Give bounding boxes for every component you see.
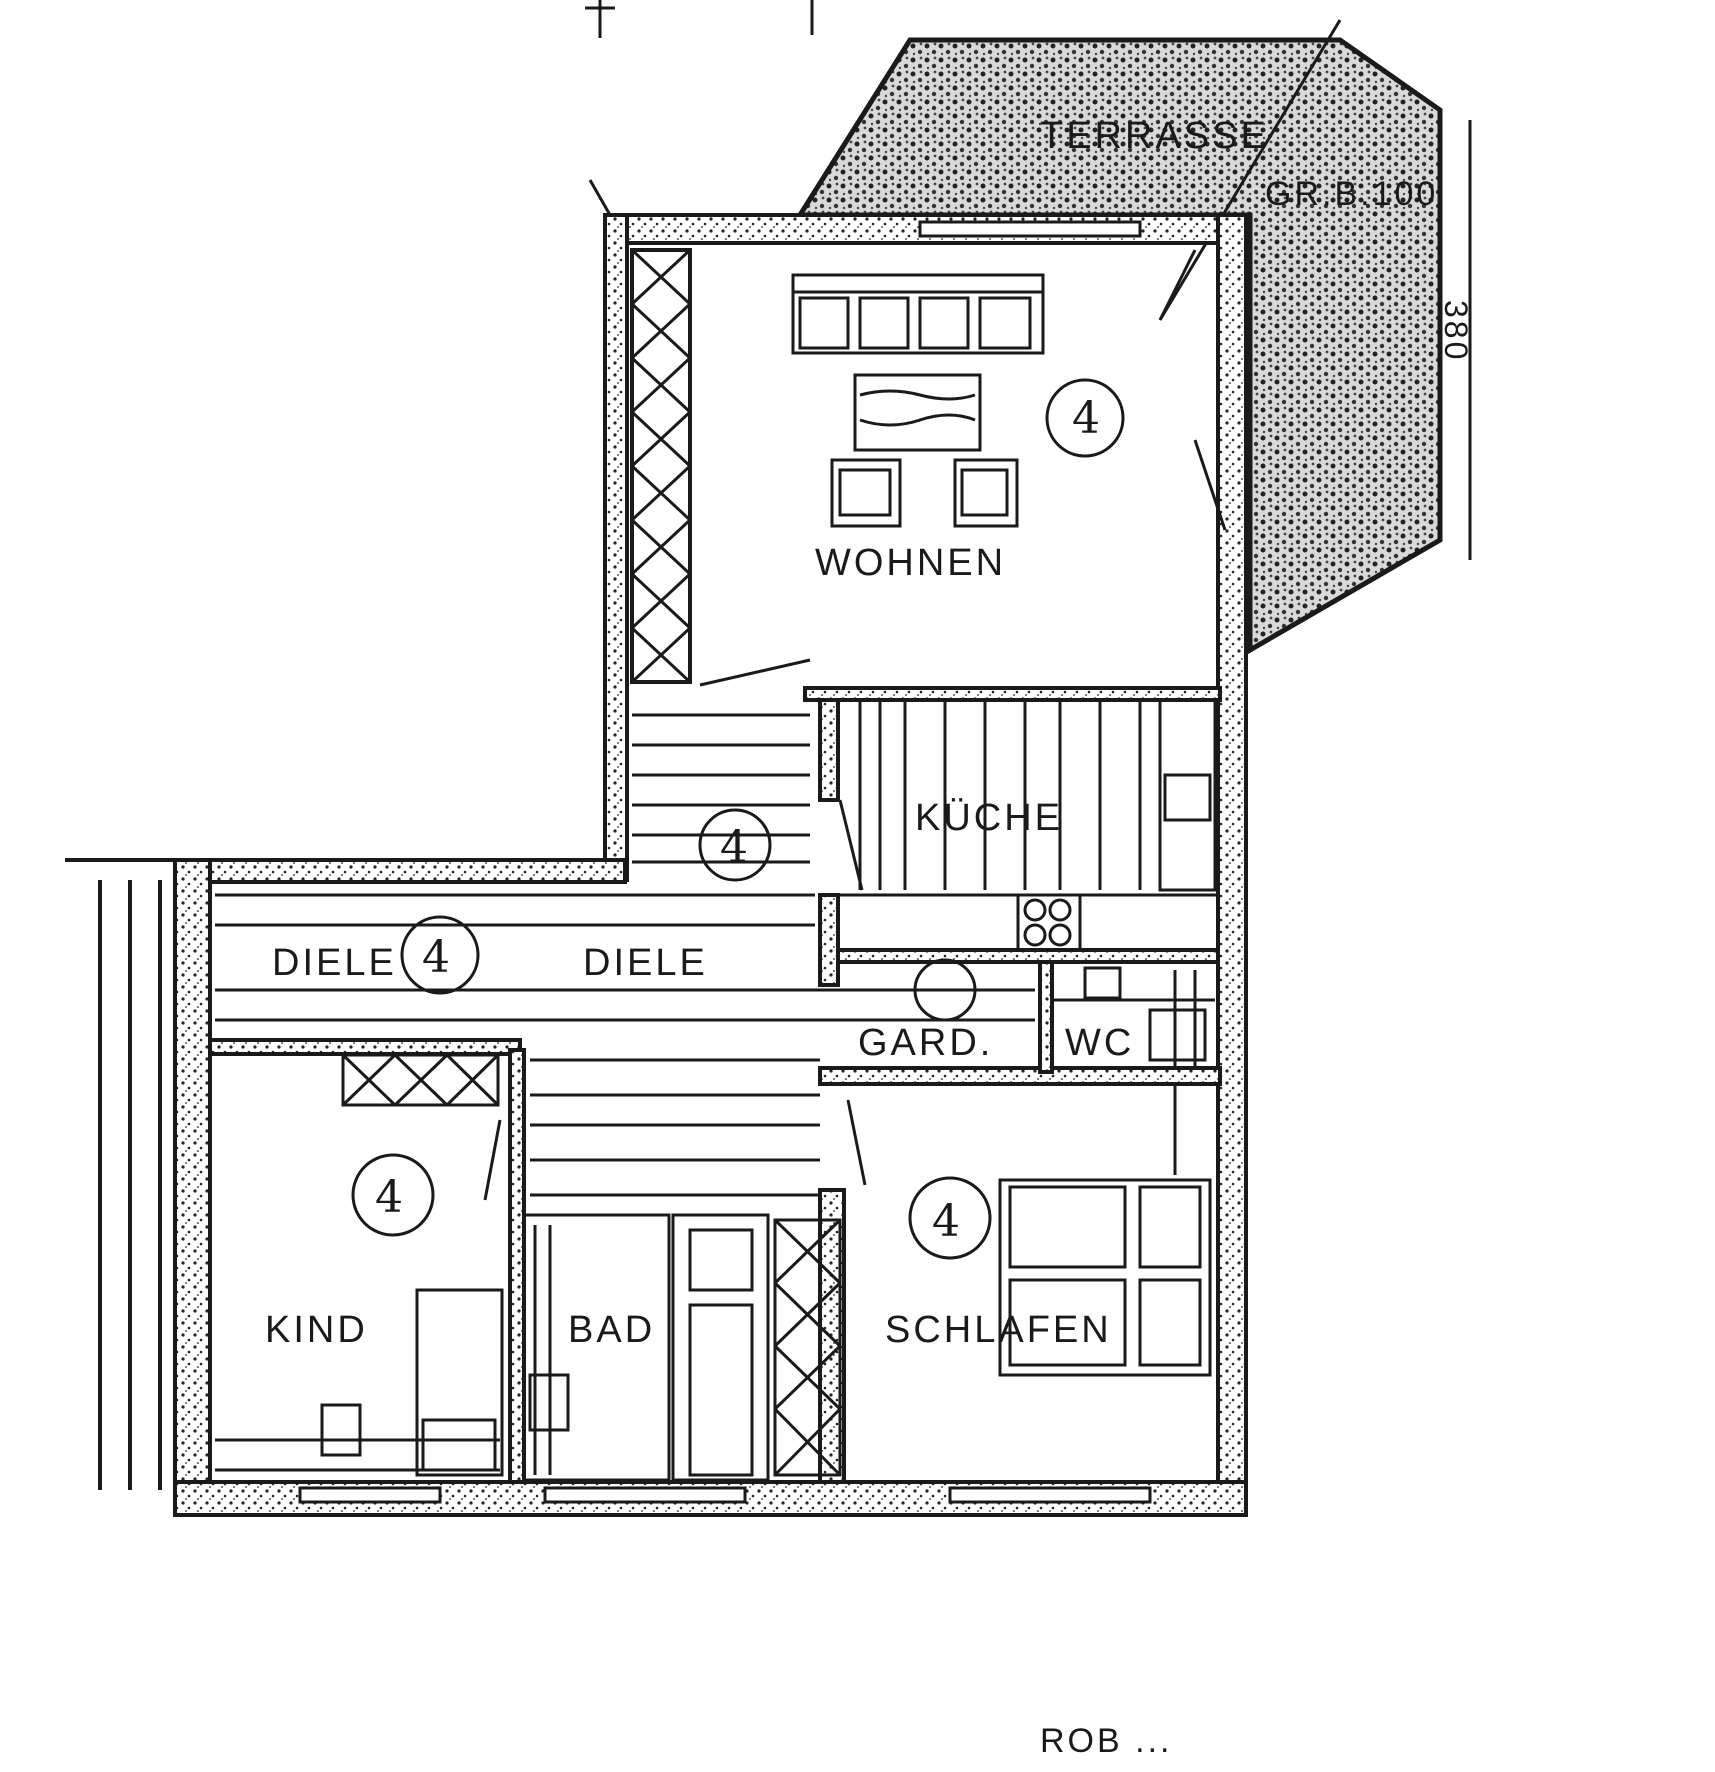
schlafen-furniture — [846, 1085, 1212, 1377]
outer-walls — [173, 213, 1248, 1517]
room-label-bad: BAD — [568, 1309, 655, 1351]
side-dimension: 380 — [1438, 300, 1474, 362]
room-label-wohnen: WOHNEN — [815, 542, 1006, 584]
room-marker-schlafen-text: 4 — [932, 1196, 960, 1247]
wc-fittings — [1052, 966, 1215, 1068]
room-marker-wohnen-text: 4 — [1072, 393, 1100, 444]
room-marker-diele-upper-text: 4 — [720, 822, 748, 873]
room-label-wc: WC — [1065, 1022, 1134, 1064]
room-marker-schlafen — [908, 1176, 992, 1260]
left-exterior-strip — [65, 858, 175, 1515]
terrace-label: TERRASSE — [1040, 115, 1269, 157]
room-label-gard: GARD. — [858, 1022, 993, 1064]
room-label-schlafen: SCHLAFEN — [885, 1309, 1112, 1351]
room-label-diele-right: DIELE — [583, 942, 708, 984]
top-fragments — [585, 0, 814, 216]
room-marker-wohnen — [1045, 378, 1125, 458]
room-label-kueche: KÜCHE — [915, 797, 1063, 839]
hall-floor-lines — [215, 713, 1035, 1197]
wall-cabinet — [630, 248, 692, 684]
interior-walls — [208, 686, 1222, 1484]
room-marker-diele-text: 4 — [422, 932, 450, 983]
room-marker-kind-text: 4 — [375, 1172, 403, 1223]
room-marker-kind — [351, 1153, 435, 1237]
room-marker-diele — [400, 915, 480, 995]
bottom-note: ROB ... — [1040, 1722, 1172, 1760]
kind-furniture — [215, 1053, 504, 1477]
kitchen-fittings — [838, 698, 1218, 952]
terrace-note: GR.B.100 — [1265, 175, 1438, 213]
terrace: TERRASSE GR.B.100 380 — [795, 19, 1474, 655]
bathroom-fittings — [522, 1213, 842, 1482]
room-marker-diele-upper — [698, 808, 772, 882]
living-furniture — [699, 249, 1227, 687]
room-label-diele-left: DIELE — [272, 942, 397, 984]
room-label-kind: KIND — [265, 1309, 368, 1351]
room-marker-gard — [913, 958, 977, 1022]
